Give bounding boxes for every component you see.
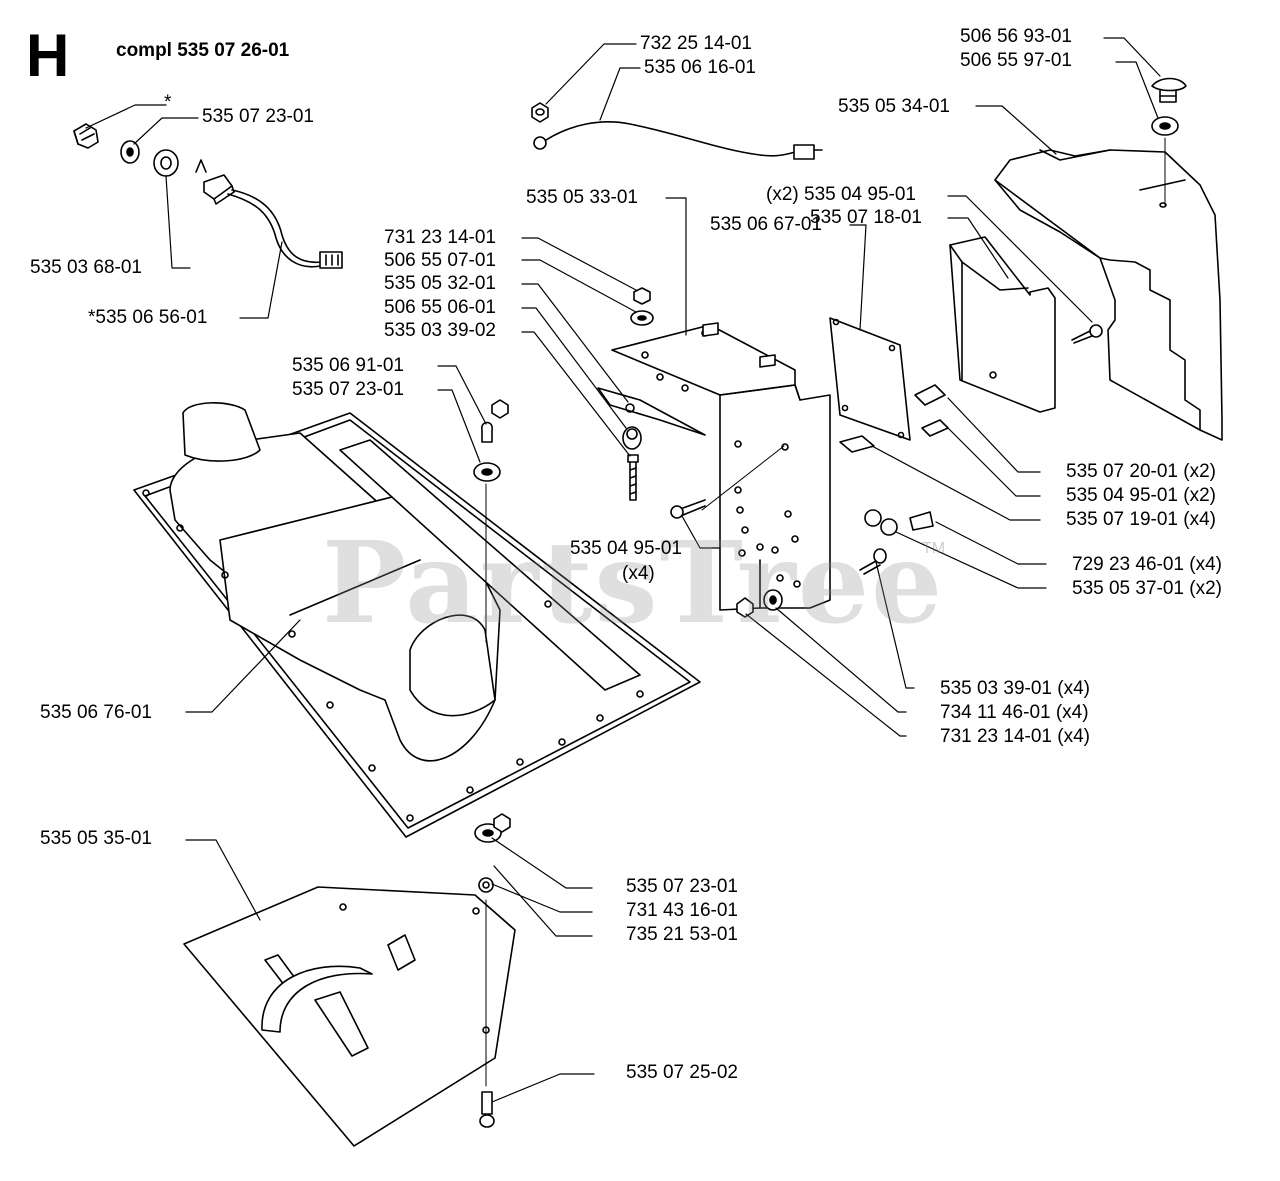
callout-label: 729 23 46-01 (x4) <box>1072 554 1222 575</box>
callout-label: 535 07 23-01 <box>202 106 314 127</box>
standoff-b <box>921 419 949 437</box>
callout-label: *535 06 56-01 <box>88 307 208 328</box>
callout-label: 506 55 07-01 <box>384 250 496 271</box>
switch-knob <box>73 123 99 149</box>
lower-nut <box>736 597 754 618</box>
callout-label: 535 07 23-01 <box>292 379 404 400</box>
callout-label: 731 43 16-01 <box>626 900 738 921</box>
callout-label: 535 06 76-01 <box>40 702 152 723</box>
callout-label: * <box>164 92 172 113</box>
console-plug <box>481 421 493 443</box>
assembly-title: compl 535 07 26-01 <box>116 40 290 61</box>
leader-lines <box>85 37 1166 1103</box>
callout-label: 735 21 53-01 <box>626 924 738 945</box>
console-base <box>133 402 701 838</box>
cover-plate <box>183 886 516 1147</box>
callout-label: 506 56 93-01 <box>960 26 1072 47</box>
callout-label: 535 05 37-01 (x2) <box>1072 578 1222 599</box>
console-washer <box>473 462 501 482</box>
fender-cover <box>994 149 1223 441</box>
callout-label: 535 04 95-01 (x2) <box>1066 485 1216 506</box>
callout-label: 732 25 14-01 <box>640 33 752 54</box>
callout-label: 731 23 14-01 (x4) <box>940 726 1090 747</box>
lower-screw <box>859 548 887 575</box>
bracket-clip <box>597 387 706 436</box>
lower-washer <box>763 589 783 611</box>
link-plate <box>864 509 898 536</box>
callout-label: 535 07 20-01 (x2) <box>1066 461 1216 482</box>
ground-cable <box>533 121 823 160</box>
bracket-washer <box>630 310 654 326</box>
callout-label: 535 07 25-02 <box>626 1062 738 1083</box>
callout-label: 734 11 46-01 (x4) <box>940 702 1089 723</box>
callout-label: 535 03 39-01 (x4) <box>940 678 1090 699</box>
bracket-side-screw <box>670 499 706 519</box>
switch-wire-harness <box>227 189 343 269</box>
watermark-tm: TM <box>922 540 946 557</box>
switch-washer <box>120 140 140 164</box>
bracket-nut <box>633 287 651 305</box>
bracket-spacer <box>622 426 642 450</box>
section-letter: H <box>26 22 70 89</box>
console-top-nut <box>491 399 509 419</box>
switch-nut <box>153 149 179 177</box>
callout-label: 535 05 35-01 <box>40 828 152 849</box>
callout-label: 535 05 33-01 <box>526 187 638 208</box>
cover-washer-top <box>474 823 502 843</box>
standoff-c <box>839 435 875 453</box>
callout-label: 731 23 14-01 <box>384 227 496 248</box>
callout-label: (x4) <box>622 563 655 584</box>
callout-label: 535 07 18-01 <box>810 207 922 228</box>
toggle-switch <box>195 159 235 205</box>
cover-bolt <box>479 1091 495 1128</box>
support-bracket <box>611 322 831 611</box>
cover-top-nut <box>493 813 511 833</box>
callout-label: 535 05 34-01 <box>838 96 950 117</box>
callout-label: 535 03 68-01 <box>30 257 142 278</box>
cover-lock-washer <box>478 877 494 893</box>
fender-knob <box>1151 77 1187 103</box>
callout-label: 535 05 32-01 <box>384 273 496 294</box>
callout-label: 535 07 23-01 <box>626 876 738 897</box>
callout-label: 535 07 19-01 (x4) <box>1066 509 1216 530</box>
fender-washer <box>1151 116 1179 136</box>
callout-label: 506 55 06-01 <box>384 297 496 318</box>
callout-label: 506 55 97-01 <box>960 50 1072 71</box>
standoff-a <box>914 384 946 406</box>
link-screw <box>909 511 934 531</box>
bracket-screw <box>627 454 639 501</box>
callout-label: 535 03 39-02 <box>384 320 496 341</box>
callout-label: 535 06 91-01 <box>292 355 404 376</box>
callout-label: 535 06 67-01 <box>710 214 822 235</box>
box-screw <box>1071 324 1103 344</box>
mounting-plate <box>829 317 911 441</box>
callout-label: 535 04 95-01 <box>570 538 682 559</box>
cable-nut <box>531 102 549 123</box>
callout-label: (x2) 535 04 95-01 <box>766 184 916 205</box>
callout-label: 535 06 16-01 <box>644 57 756 78</box>
control-box <box>949 236 1056 413</box>
